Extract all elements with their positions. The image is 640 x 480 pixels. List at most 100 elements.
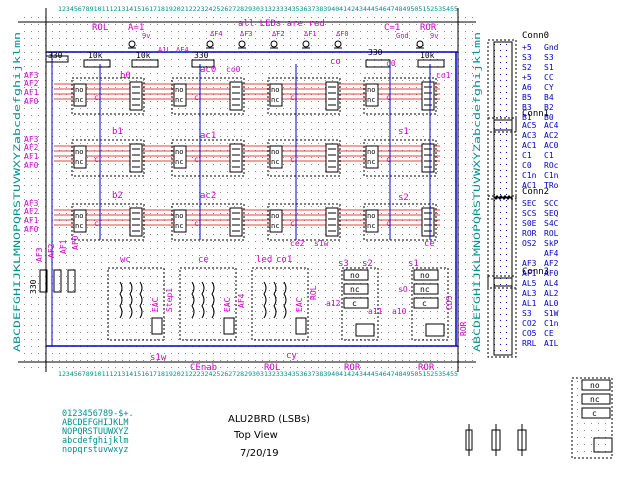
relay-misc-label: ce2 bbox=[290, 239, 305, 248]
relay-no-label: no bbox=[75, 212, 83, 220]
relay-no-label: no bbox=[175, 86, 183, 94]
relay-c-label: c bbox=[194, 155, 199, 164]
left-bottom-label: AF1 bbox=[59, 239, 68, 254]
svg-text:nc: nc bbox=[590, 395, 600, 404]
connector-pin-label: SCS bbox=[522, 209, 537, 218]
af4-top-label: ΔF4 bbox=[176, 46, 189, 54]
led-indicator bbox=[238, 40, 246, 49]
bottom-relay: EAC bbox=[179, 267, 237, 341]
connector-pin-label: SEQ bbox=[544, 209, 559, 218]
connector-pin-label: B5 bbox=[522, 93, 532, 102]
rol-bottom-label: ROL bbox=[309, 285, 318, 300]
connector-pin-label: AL2 bbox=[544, 289, 559, 298]
board-grid bbox=[18, 12, 476, 368]
led-indicator bbox=[128, 40, 136, 49]
connector-pin-label: S3 bbox=[522, 53, 532, 62]
eac-label: EAC bbox=[295, 297, 304, 312]
legend-component-1 bbox=[465, 424, 473, 456]
bottom-signal-label: a10 bbox=[392, 307, 407, 316]
ror-header-label: ROR bbox=[420, 23, 437, 33]
connector-pin-label: S1 bbox=[544, 63, 554, 72]
relay-nc-label: nc bbox=[367, 158, 375, 166]
top-number-strip: 1234567891011121314151617181920212223242… bbox=[58, 5, 458, 13]
relay-row-label: b0 bbox=[120, 71, 131, 81]
connector-pin-label: C1 bbox=[544, 151, 554, 160]
connector-pin-label: C1 bbox=[522, 151, 532, 160]
relay-nc-label: nc bbox=[420, 285, 430, 294]
bottom-relay: EAC bbox=[107, 267, 165, 341]
left-signal-label: AF2 bbox=[24, 79, 39, 88]
connector-pin-label: AL1 bbox=[522, 299, 537, 308]
relay-c-label: c bbox=[94, 155, 99, 164]
connector-pin-label: AIL bbox=[544, 339, 559, 348]
led-indicator bbox=[206, 40, 214, 49]
title-text: ALU2BRD (LSBs) bbox=[228, 414, 310, 425]
bottom-relay: EAC bbox=[251, 267, 309, 341]
svg-text:330: 330 bbox=[368, 48, 383, 57]
connector-pin-label: AL4 bbox=[544, 279, 559, 288]
led-indicator bbox=[334, 40, 342, 49]
svg-text:c: c bbox=[592, 409, 597, 418]
af4-bottom-label: AF4 bbox=[237, 293, 246, 308]
led-af4-label: ΔF4 bbox=[210, 30, 223, 38]
date-text: 7/20/19 bbox=[240, 448, 279, 459]
connector-pin-label: C1n bbox=[544, 319, 559, 328]
relay-no-label: no bbox=[420, 271, 430, 280]
connector-pin-label: SkP bbox=[544, 239, 559, 248]
connector-pin-label: TRo bbox=[544, 181, 559, 190]
relay-nc-label: nc bbox=[271, 222, 279, 230]
connector-pin-label: S3 bbox=[522, 309, 532, 318]
connector-pin-label: OS2 bbox=[522, 239, 537, 248]
connector-name: Conn2 bbox=[522, 187, 549, 197]
connector-pin-label: +5 bbox=[522, 43, 532, 52]
resistor-10k-3: 10k bbox=[417, 51, 445, 68]
connector-pin-label: ROL bbox=[544, 229, 559, 238]
right-letter-strip: ABCDEFGHIJKLMNOPQRSTUVWXYZabcdefghijklmn bbox=[473, 32, 483, 352]
bottom-signal-label: a12 bbox=[326, 299, 341, 308]
left-signal-label: AF2 bbox=[24, 207, 39, 216]
svg-text:330: 330 bbox=[194, 51, 209, 60]
connector-name: Conn3 bbox=[522, 267, 549, 277]
bottom-top-label: co1 bbox=[276, 255, 292, 265]
legend-relay: no nc c bbox=[571, 377, 613, 459]
connector-pin-label: CC bbox=[544, 73, 554, 82]
relay-nc-label: nc bbox=[175, 96, 183, 104]
bottom-label: ROL bbox=[264, 363, 280, 373]
relay-no-label: no bbox=[271, 86, 279, 94]
relay-row-label: ce bbox=[424, 239, 435, 249]
connector-pin-label: C1n bbox=[544, 171, 559, 180]
left-bottom-label: AF2 bbox=[47, 243, 56, 258]
led-indicator bbox=[270, 40, 278, 49]
left-signal-label: AF0 bbox=[24, 225, 39, 234]
relay-nc-label: nc bbox=[367, 222, 375, 230]
connector-pin-label: CO2 bbox=[522, 319, 537, 328]
bottom-top-label: s1 bbox=[408, 259, 419, 269]
connector-pin-label: ROc bbox=[544, 161, 559, 170]
svg-text:10k: 10k bbox=[88, 51, 103, 60]
connector-pin-label: S4C bbox=[544, 219, 559, 228]
connector-pin-label: S0E bbox=[522, 219, 537, 228]
connector-pin-label: AF0 bbox=[544, 269, 559, 278]
bottom-top-label: s2 bbox=[362, 259, 373, 269]
relay-no-label: no bbox=[175, 148, 183, 156]
bottom-signal-label: sO bbox=[398, 285, 408, 294]
left-signal-label: AF3 bbox=[24, 135, 39, 144]
relay-nc-label: nc bbox=[175, 158, 183, 166]
resistor-10k-2: 10k bbox=[131, 51, 159, 68]
relay-no-label: no bbox=[271, 148, 279, 156]
9v-right-label: 9v bbox=[430, 32, 438, 40]
relay-row-label: s2 bbox=[398, 193, 409, 203]
connector-pin-label: AC2 bbox=[544, 131, 559, 140]
relay-no-label: no bbox=[367, 148, 375, 156]
relay-c-label: c bbox=[352, 299, 357, 308]
